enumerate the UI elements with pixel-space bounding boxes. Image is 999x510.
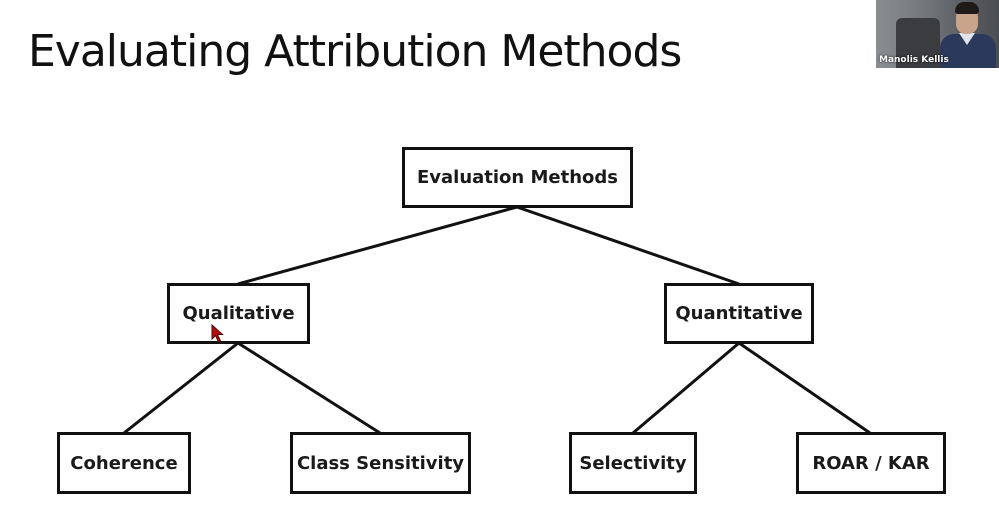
participant-hair — [955, 2, 979, 14]
node-evaluation-methods: Evaluation Methods — [402, 147, 633, 208]
node-quantitative: Quantitative — [664, 283, 814, 344]
participant-name-label: Manolis Kellis — [879, 55, 949, 65]
connector-quantitative-selectivity — [632, 341, 740, 435]
connector-root-quantitative — [516, 205, 740, 286]
connector-qualitative-coherence — [123, 341, 239, 435]
node-class-sensitivity: Class Sensitivity — [290, 432, 471, 494]
connector-quantitative-roar-kar — [738, 341, 871, 435]
slide-title: Evaluating Attribution Methods — [28, 26, 682, 77]
participant-video-tile[interactable]: Manolis Kellis — [876, 0, 999, 68]
node-selectivity: Selectivity — [569, 432, 697, 494]
mouse-pointer-icon — [211, 323, 225, 348]
node-qualitative: Qualitative — [167, 283, 310, 344]
connector-qualitative-class-sensitivity — [237, 341, 381, 435]
node-roar-kar: ROAR / KAR — [796, 432, 946, 494]
node-coherence: Coherence — [57, 432, 191, 494]
connector-root-qualitative — [237, 205, 518, 286]
video-chair — [896, 18, 940, 68]
